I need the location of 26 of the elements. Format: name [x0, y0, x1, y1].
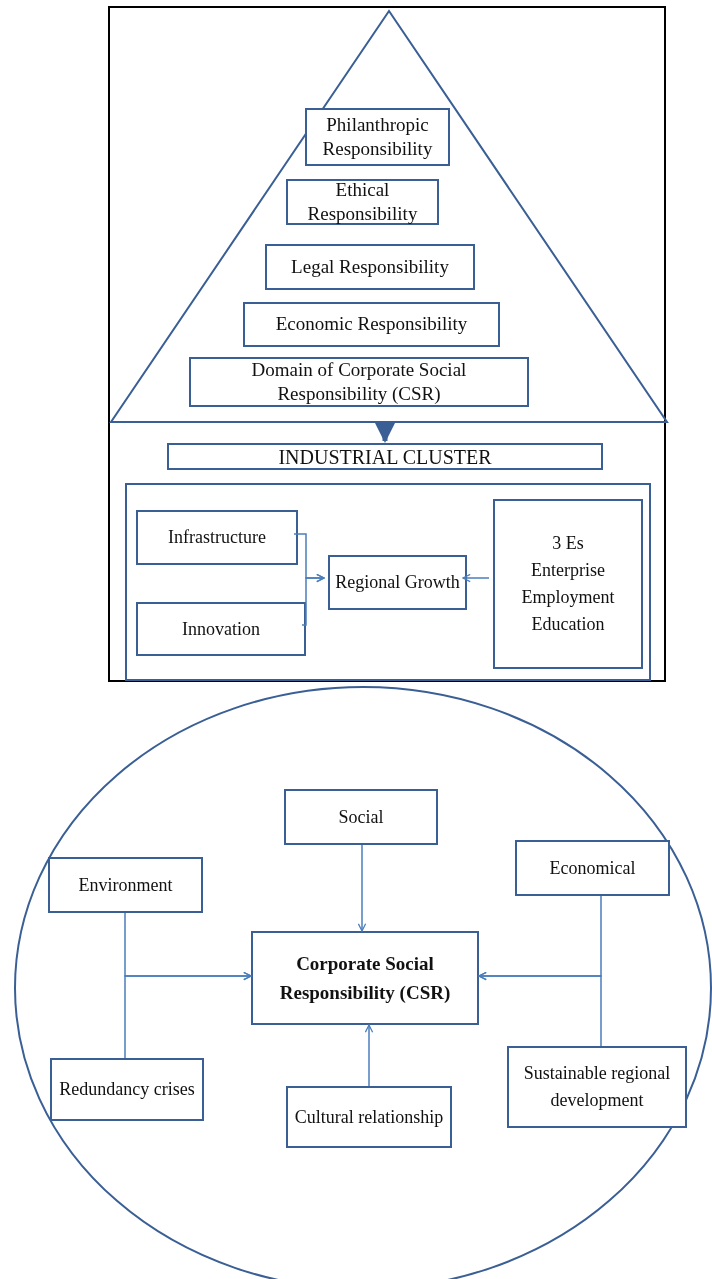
text-box: Domain of Corporate Social Responsibility (CSR) [189, 357, 529, 407]
arrow [357, 844, 367, 932]
text-box: Social [284, 789, 438, 845]
text-box: Redundancy crises [50, 1058, 204, 1121]
arrow [462, 573, 490, 583]
text-box: Economic Responsibility [243, 302, 500, 347]
text-box: Environment [48, 857, 203, 913]
text-box: Corporate Social Responsibility (CSR) [251, 931, 479, 1025]
text-box: Legal Responsibility [265, 244, 475, 290]
text-box: INDUSTRIAL CLUSTER [167, 443, 603, 470]
text-box: Cultural relationship [286, 1086, 452, 1148]
text-box: Regional Growth [328, 555, 467, 610]
text-box: Ethical Responsibility [286, 179, 439, 225]
frame-box [125, 483, 651, 681]
text-box: Innovation [136, 602, 306, 656]
text-box: Sustainable regional development [507, 1046, 687, 1128]
arrow [375, 421, 395, 443]
arrow [478, 971, 602, 1047]
arrow [301, 573, 325, 626]
arrow [124, 971, 252, 1059]
text-box: Infrastructure [136, 510, 298, 565]
text-box: 3 Es Enterprise Employment Education [493, 499, 643, 669]
arrow [364, 1024, 374, 1087]
text-box: Philanthropic Responsibility [305, 108, 450, 166]
text-box: Economical [515, 840, 670, 896]
frame-box [108, 6, 666, 682]
